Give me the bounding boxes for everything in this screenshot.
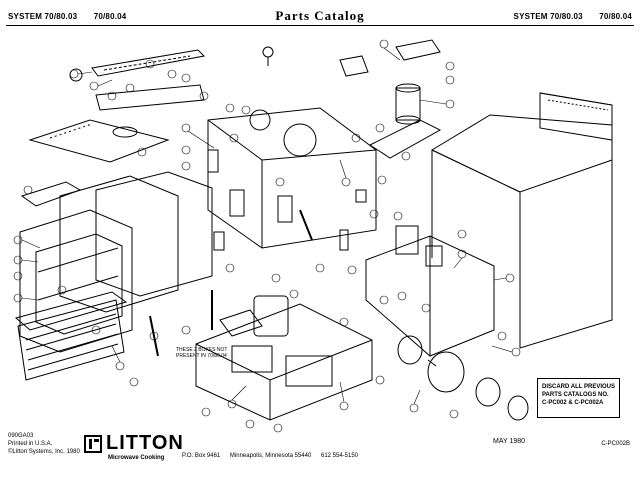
city: Minneapolis, Minnesota 55440	[229, 453, 312, 459]
system-label-right-a: SYSTEM 70/80.03	[513, 12, 583, 21]
diagram-note: THESE 2 BOXES NOT PRESENT IN 70/80.04	[176, 347, 227, 359]
discard-line1: DISCARD ALL PREVIOUS	[542, 384, 616, 390]
cabinet-case	[430, 92, 613, 349]
brand-subtitle: Microwave Cooking	[108, 455, 165, 461]
control-panel-strip	[69, 49, 206, 111]
doc-number: 090GA03	[8, 433, 34, 439]
oven-cavity	[207, 107, 377, 249]
litton-mark-icon	[84, 435, 102, 453]
discard-notice-box: DISCARD ALL PREVIOUS PARTS CATALOGS NO. …	[537, 378, 620, 418]
header-rule	[6, 25, 634, 26]
footer-address: P.O. Box 9461 Minneapolis, Minnesota 554…	[182, 452, 358, 460]
turntable-part	[112, 126, 138, 138]
discard-line2: PARTS CATALOGS NO.	[542, 392, 609, 398]
system-label-left-a: SYSTEM 70/80.03	[8, 12, 78, 21]
page-title: Parts Catalog	[275, 8, 365, 23]
fan-motor-assembly	[339, 39, 442, 159]
small-parts	[149, 46, 367, 357]
copyright: ©Litton Systems, Inc. 1980	[8, 449, 80, 455]
side-chassis	[365, 225, 495, 357]
catalog-date: MAY 1980	[493, 438, 526, 445]
glass-tray	[28, 119, 170, 163]
part-callouts	[13, 39, 521, 433]
printed-in: Printed in U.S.A.	[8, 441, 53, 447]
phone: 612 554-5150	[320, 453, 359, 459]
brand-name: LITTON	[106, 432, 184, 454]
system-label-left: SYSTEM 70/80.03 70/80.04	[8, 12, 126, 21]
footer-print-info: 090GA03 Printed in U.S.A. ©Litton System…	[8, 432, 80, 456]
diagram-note-line1: THESE 2 BOXES NOT	[176, 347, 228, 353]
discard-line3: C-PC002 & C-PC002A	[542, 400, 604, 406]
base-electronics	[195, 295, 373, 421]
catalog-code: C-PC002B	[601, 441, 630, 447]
po-box: P.O. Box 9461	[182, 453, 221, 459]
blower-fan	[397, 335, 529, 421]
system-label-right-b: 70/80.04	[599, 12, 632, 21]
system-label-left-b: 70/80.04	[93, 12, 127, 21]
door-assembly	[14, 171, 213, 381]
system-label-right: SYSTEM 70/80.03 70/80.04	[514, 12, 632, 21]
diagram-note-line2: PRESENT IN 70/80.04	[176, 353, 227, 359]
